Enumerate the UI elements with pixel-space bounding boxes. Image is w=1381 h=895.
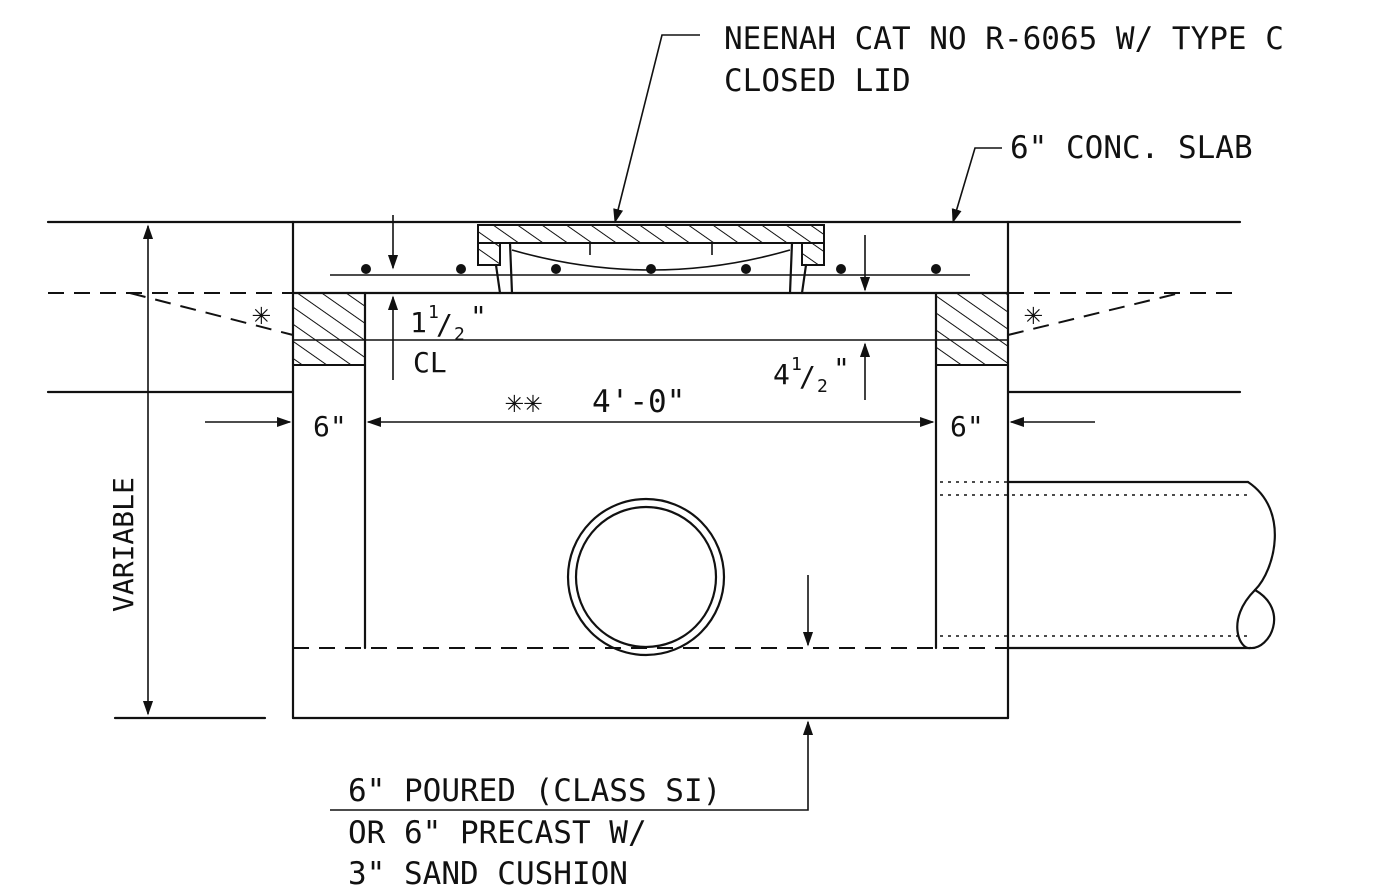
wall-left-label: 6" [313, 410, 347, 443]
double-star-note: ✳✳ [505, 384, 542, 420]
variable-label: VARIABLE [107, 477, 140, 612]
rebar-dot [836, 264, 846, 274]
svg-text:2: 2 [817, 376, 828, 397]
pipe-opening-inner [574, 505, 718, 649]
rebar-dot [741, 264, 751, 274]
rebar-dot [646, 264, 656, 274]
svg-text:/: / [436, 308, 453, 341]
svg-text:4: 4 [773, 358, 790, 391]
rebar-dot [456, 264, 466, 274]
base-label-line1: 6" POURED (CLASS SI) [348, 773, 721, 809]
base-leader [330, 720, 814, 811]
svg-text:1: 1 [428, 302, 439, 323]
lid-label-line2: CLOSED LID [724, 63, 911, 99]
star-note-right: ✳ [1024, 296, 1043, 332]
star-note-left: ✳ [252, 296, 271, 332]
slab-depth-dim-text: 4 1 / 2 " [773, 352, 850, 397]
base-label-line3: 3" SAND CUSHION [348, 856, 628, 892]
lid-leader [613, 34, 700, 224]
slab-leader [951, 147, 1002, 224]
excavation-dashed-left [129, 292, 294, 336]
rebar-dot [361, 264, 371, 274]
inside-width-label: 4'-0" [592, 384, 685, 420]
excavation-dashed-right [1007, 292, 1181, 336]
frame-casting [477, 224, 825, 295]
centerline-label: CL [413, 346, 447, 379]
base-label-line2: OR 6" PRECAST W/ [348, 815, 647, 851]
svg-text:": " [833, 352, 850, 385]
pipe-opening-outer [566, 497, 726, 657]
svg-text:1: 1 [791, 354, 802, 375]
hatched-course-left [292, 292, 366, 366]
rebar-dot [551, 264, 561, 274]
svg-text:": " [470, 300, 487, 333]
outlet-pipe [940, 480, 1276, 650]
hatched-course-right [935, 292, 1009, 366]
wall-right-label: 6" [950, 410, 984, 443]
svg-text:1: 1 [410, 306, 427, 339]
rebar-dot [931, 264, 941, 274]
lid-label-line1: NEENAH CAT NO R-6065 W/ TYPE C [724, 21, 1284, 57]
lid-offset-dim-text: 1 1 / 2 " [410, 300, 487, 345]
svg-text:2: 2 [454, 324, 465, 345]
slab-label: 6" CONC. SLAB [1010, 130, 1253, 166]
svg-text:/: / [799, 360, 816, 393]
